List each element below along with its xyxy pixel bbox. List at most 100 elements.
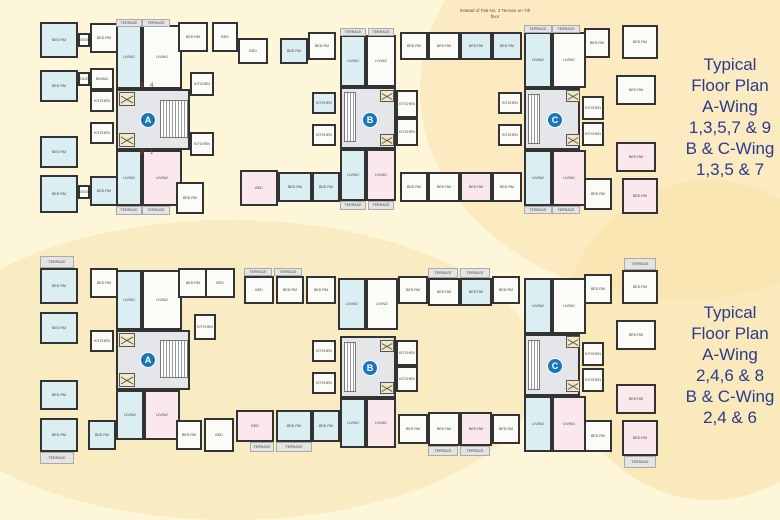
room-label: LIVING	[347, 172, 359, 177]
room-label: KITCHEN	[502, 100, 518, 105]
room-kitchen: KITCHEN	[498, 92, 522, 114]
flat-number: 4	[150, 83, 154, 89]
room-bed: BED RM	[398, 414, 428, 444]
room-label: BED RM	[182, 432, 196, 437]
room-kitchen: KITCHEN	[582, 342, 604, 366]
room-living: LIVING	[340, 398, 366, 448]
room-terrace: TERRACE	[624, 456, 656, 468]
room-bed: BED RM	[176, 182, 204, 214]
room-label: DINING	[95, 76, 109, 81]
plan-title-odd: Typical Floor Plan A-Wing 1,3,5,7 & 9 B …	[680, 54, 780, 180]
room-label: BED RM	[469, 289, 483, 294]
room-label: KITCHEN	[399, 101, 415, 106]
room-bed: BED RM	[90, 176, 118, 206]
room-label: KITCHEN	[399, 350, 415, 355]
room-kitchen: KITCHEN	[194, 314, 216, 340]
room-bed: BED RM	[312, 172, 340, 202]
title-line: 2,4 & 6	[703, 408, 757, 427]
room-kitchen: KITCHEN	[582, 368, 604, 392]
room-label: BED RM	[629, 87, 643, 92]
room-terrace: TERRACE	[244, 268, 272, 276]
room-bed: BED RM	[428, 172, 460, 202]
room-label: BED RM	[97, 280, 111, 285]
room-kitchen: KITCHEN	[312, 92, 336, 114]
room-label: KITCHEN	[197, 324, 213, 329]
room-toilet: TOILET	[78, 185, 90, 199]
room-label: BED RM	[97, 35, 111, 40]
flat-number: 3	[140, 83, 144, 89]
room-label: TERRACE	[344, 29, 362, 34]
room-bed: BED	[236, 410, 274, 442]
lift-shaft	[380, 90, 394, 102]
room-bed: BED RM	[40, 268, 78, 304]
room-terrace: TERRACE	[368, 201, 394, 210]
room-label: KITCHEN	[502, 132, 518, 137]
room-label: LIVING	[156, 54, 168, 59]
staircase	[344, 92, 356, 142]
room-label: BED	[216, 280, 224, 285]
room-kitchen: KITCHEN	[90, 122, 114, 144]
room-label: LIVING	[532, 421, 544, 426]
room-bed: BED RM	[492, 276, 520, 304]
room-label: TOILET	[78, 37, 90, 42]
room-bed: BED	[238, 38, 268, 64]
room-bed: BED RM	[40, 418, 78, 452]
room-label: BED RM	[591, 191, 605, 196]
staircase	[528, 94, 540, 144]
room-label: BED RM	[52, 83, 66, 88]
room-label: BED RM	[437, 43, 451, 48]
floor-plan-odd: BED RM TOILET BED RM BED RM TOILET DININ…	[0, 0, 780, 240]
room-label: LIVING	[563, 57, 575, 62]
room-bed: BED RM	[40, 136, 78, 168]
room-living: LIVING	[116, 25, 142, 89]
room-label: TERRACE	[285, 444, 303, 449]
room-label: TERRACE	[434, 270, 452, 275]
room-bed: BED RM	[176, 420, 202, 450]
room-living: LIVING	[524, 32, 552, 88]
room-label: KITCHEN	[94, 338, 110, 343]
room-bed: BED RM	[40, 70, 78, 102]
room-living: LIVING	[116, 150, 142, 206]
room-bed: BED RM	[278, 172, 312, 202]
room-label: LIVING	[123, 297, 135, 302]
room-bed: BED RM	[622, 420, 658, 456]
room-label: TERRACE	[557, 26, 575, 31]
room-label: BED RM	[314, 287, 328, 292]
room-kitchen: KITCHEN	[396, 118, 418, 146]
room-label: BED RM	[183, 195, 197, 200]
room-label: TERRACE	[557, 207, 575, 212]
room-label: KITCHEN	[585, 131, 601, 136]
room-label: KITCHEN	[194, 81, 210, 86]
room-terrace: TERRACE	[276, 442, 312, 452]
room-terrace: TERRACE	[250, 442, 274, 452]
title-line: A-Wing	[702, 345, 758, 364]
room-bed: BED RM	[398, 276, 428, 304]
lift-shaft	[119, 92, 135, 106]
room-bed: BED RM	[400, 172, 428, 202]
room-label: BED RM	[437, 426, 451, 431]
room-label: BED RM	[287, 423, 301, 428]
room-label: TERRACE	[279, 269, 297, 274]
room-label: TERRACE	[631, 261, 649, 266]
flat-number: 1	[150, 150, 154, 156]
room-label: TERRACE	[120, 20, 138, 25]
room-label: KITCHEN	[585, 377, 601, 382]
room-living: LIVING	[366, 278, 398, 330]
room-bed: BED RM	[428, 32, 460, 60]
room-bed: BED RM	[616, 142, 656, 172]
room-label: BED	[249, 48, 257, 53]
room-terrace: TERRACE	[428, 268, 458, 278]
room-bed: BED RM	[622, 25, 658, 59]
room-bed: BED RM	[40, 22, 78, 58]
room-label: TERRACE	[529, 207, 547, 212]
room-label: BED	[215, 432, 223, 437]
wing-badge-b: B	[362, 360, 378, 376]
wing-badge-a: A	[140, 112, 156, 128]
room-label: BED	[255, 287, 263, 292]
room-label: BED RM	[500, 43, 514, 48]
room-label: BED RM	[469, 184, 483, 189]
room-label: BED RM	[469, 426, 483, 431]
room-label: BED RM	[52, 432, 66, 437]
room-label: BED RM	[52, 37, 66, 42]
room-kitchen: KITCHEN	[190, 132, 214, 156]
